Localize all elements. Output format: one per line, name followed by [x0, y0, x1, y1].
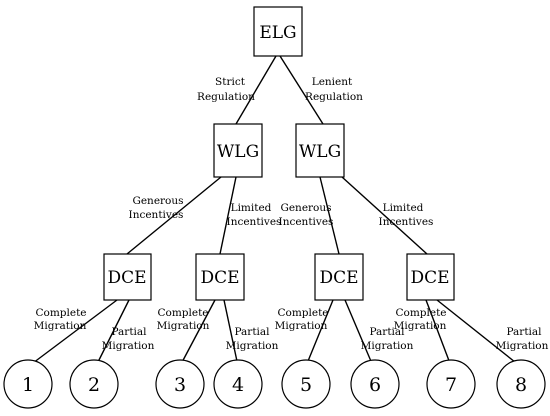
- edge-complete-migration-7: [425, 299, 452, 367]
- edge-label-limited-right-line1: Limited: [383, 202, 424, 214]
- edge-limited-incentives-right: [341, 176, 428, 255]
- dce-node-2-box: [195, 253, 245, 301]
- dce-node-1-box: [103, 253, 152, 301]
- wlg-node-left-label: WLG: [217, 142, 259, 162]
- edge-label-partial-8-line2: Migration: [496, 340, 549, 352]
- leaves: 1 2 3 4 5 6 7 8: [3, 359, 546, 409]
- edge-generous-incentives-right: [319, 176, 340, 255]
- edge-label-generous-right-line2: Incentives: [279, 216, 334, 228]
- wlg-node-left-box: [213, 123, 263, 178]
- edge-label-strict-line2: Regulation: [197, 91, 255, 103]
- leaf-circle-2: [69, 359, 119, 409]
- edge-label-limited-left-line2: Incentives: [227, 216, 282, 228]
- edge-label-generous-right-line1: Generous: [280, 202, 331, 214]
- edge-partial-migration-2: [95, 299, 130, 367]
- leaf-label-2: 2: [88, 374, 100, 396]
- dce-node-3-box: [314, 253, 364, 301]
- edge-label-complete-7-line1: Complete: [395, 307, 446, 319]
- edge-label-partial-8-line1: Partial: [506, 326, 542, 338]
- edge-lenient-regulation: [279, 55, 324, 125]
- edge-label-limited-left-line1: Limited: [231, 202, 272, 214]
- leaf-label-4: 4: [232, 374, 244, 396]
- leaf-circle-6: [350, 359, 400, 409]
- dce-node-1-label: DCE: [107, 268, 146, 288]
- wlg-node-right-label: WLG: [299, 142, 341, 162]
- edge-label-partial-6-line1: Partial: [369, 326, 405, 338]
- leaf-circle-8: [496, 359, 546, 409]
- leaf-circle-3: [155, 359, 205, 409]
- edge-complete-migration-3: [179, 299, 216, 367]
- edge-limited-incentives-left: [219, 176, 237, 255]
- edge-generous-incentives-left: [126, 176, 222, 255]
- edge-label-complete-5-line2: Migration: [275, 320, 328, 332]
- edge-labels: Strict Regulation Lenient Regulation Gen…: [34, 76, 549, 352]
- edge-label-complete-1-line1: Complete: [35, 307, 86, 319]
- leaf-label-8: 8: [515, 374, 527, 396]
- dce-node-4-box: [406, 253, 455, 301]
- edge-strict-regulation: [235, 55, 277, 125]
- edge-partial-migration-4: [223, 299, 239, 367]
- edge-label-complete-3-line2: Migration: [157, 320, 210, 332]
- leaf-label-5: 5: [300, 374, 312, 396]
- edge-complete-migration-1: [28, 299, 118, 367]
- leaf-label-1: 1: [22, 374, 34, 396]
- edge-partial-migration-6: [344, 299, 374, 367]
- edge-label-complete-7-line2: Migration: [394, 320, 447, 332]
- leaf-label-7: 7: [445, 374, 457, 396]
- dce-node-3-label: DCE: [319, 268, 358, 288]
- edge-label-complete-1-line2: Migration: [34, 320, 87, 332]
- edge-label-lenient-line1: Lenient: [312, 76, 353, 88]
- leaf-circle-1: [3, 359, 53, 409]
- leaf-circle-4: [213, 359, 263, 409]
- leaf-label-6: 6: [369, 374, 381, 396]
- wlg-node-right-box: [295, 123, 345, 178]
- edge-label-limited-right-line2: Incentives: [379, 216, 434, 228]
- dce-node-4-label: DCE: [410, 268, 449, 288]
- root-node-box: [253, 6, 303, 57]
- leaf-label-3: 3: [174, 374, 186, 396]
- leaf-circle-5: [281, 359, 331, 409]
- root-node-label: ELG: [259, 23, 296, 43]
- edge-label-lenient-line2: Regulation: [305, 91, 363, 103]
- edge-label-complete-5-line1: Complete: [277, 307, 328, 319]
- edge-label-strict-line1: Strict: [215, 76, 246, 88]
- edge-label-complete-3-line1: Complete: [157, 307, 208, 319]
- edge-label-partial-6-line2: Migration: [361, 340, 414, 352]
- edge-label-generous-left-line1: Generous: [132, 195, 183, 207]
- edge-label-partial-4-line2: Migration: [226, 340, 279, 352]
- edge-label-partial-4-line1: Partial: [234, 326, 270, 338]
- edge-label-generous-left-line2: Incentives: [129, 209, 184, 221]
- leaf-circle-7: [426, 359, 476, 409]
- edge-label-partial-2-line2: Migration: [102, 340, 155, 352]
- edge-complete-migration-5: [305, 299, 334, 367]
- dce-node-2-label: DCE: [200, 268, 239, 288]
- edge-label-partial-2-line1: Partial: [111, 326, 147, 338]
- edges: [28, 55, 521, 367]
- nodes: ELG WLG WLG DCE DCE DCE DCE: [103, 6, 455, 301]
- edge-partial-migration-8: [436, 299, 521, 367]
